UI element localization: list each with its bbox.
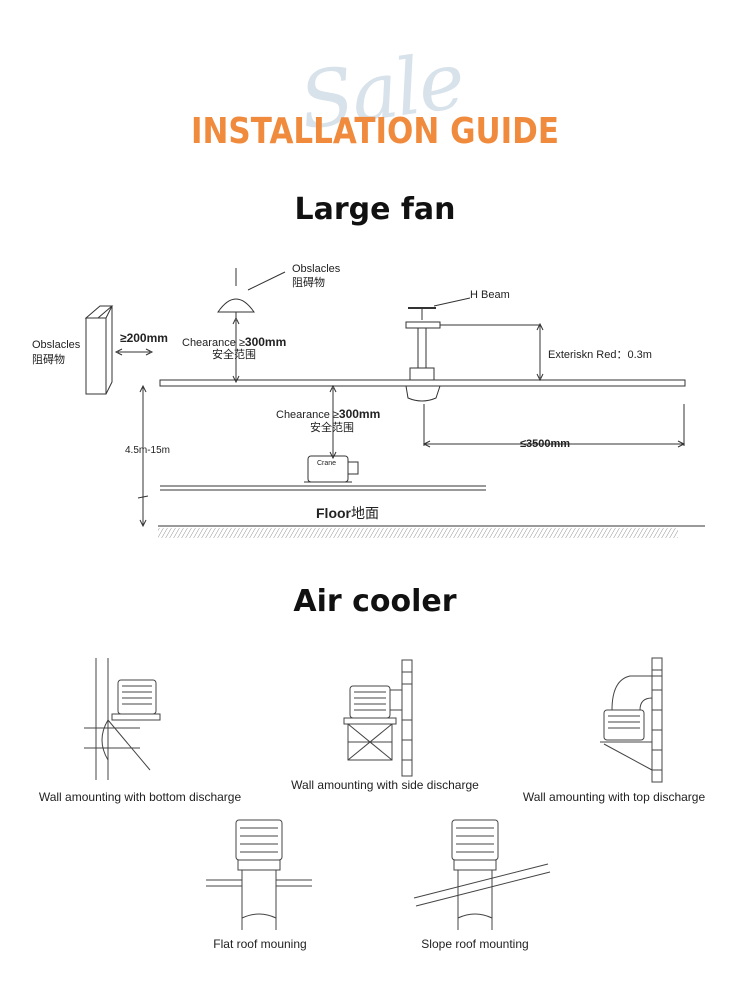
bottom-clearance-value: 300mm: [338, 407, 381, 421]
top-clearance-arrow: [232, 316, 240, 384]
bottom-clearance-prefix: Chearance ≥: [276, 409, 339, 421]
caption-top-discharge: Wall amounting with top discharge: [522, 790, 706, 804]
height-dimension: [137, 384, 149, 528]
large-fan-diagram: [84, 268, 705, 538]
bottom-clearance-cn: 安全范围: [310, 422, 354, 434]
h-beam-label: H Beam: [470, 289, 510, 301]
cooler-slope-roof: [413, 819, 551, 930]
cooler-bottom-discharge: [84, 658, 161, 780]
obstacle-left-label-en: Obslacles: [32, 339, 81, 351]
extension-rod-label: Exteriskn Red：0.3m: [548, 349, 652, 361]
wall-obstacle: [84, 305, 114, 395]
cooler-top-discharge: [600, 657, 663, 783]
height-range-label: 4.5m-15m: [125, 445, 171, 456]
caption-side-discharge: Wall amounting with side discharge: [291, 778, 479, 792]
top-clearance-prefix: Chearance ≥: [182, 337, 245, 349]
obstacle-top-label-en: Obslacles: [292, 263, 341, 275]
side-gap-label: ≥200mm: [120, 331, 168, 345]
top-clearance-value: 300mm: [244, 335, 287, 349]
floor-label-en: Floor: [316, 505, 351, 521]
floor-ground: [158, 525, 705, 538]
floor-label: Floor地面: [316, 504, 379, 522]
floor-machine: [160, 455, 486, 491]
obstacle-top-label-cn: 阻碍物: [292, 277, 325, 289]
floor-label-cn: 地面: [351, 505, 379, 521]
ceiling-lamp-obstacle: [217, 268, 286, 318]
large-fan-title: Large fan: [294, 192, 456, 227]
bottom-clearance-label: Chearance ≥300mm: [276, 407, 380, 422]
side-gap-arrow: [114, 348, 154, 356]
top-clearance-cn: 安全范围: [212, 349, 256, 361]
machine-brand-label: Crane: [317, 460, 337, 467]
bottom-clearance-arrow: [329, 384, 337, 460]
obstacle-left-label-cn: 阻碍物: [32, 354, 65, 366]
page-title: INSTALLATION GUIDE: [191, 111, 559, 152]
caption-flat-roof: Flat roof mouning: [213, 937, 307, 951]
cooler-flat-roof: [206, 819, 312, 930]
blade-radius-dimension: [422, 404, 686, 448]
blade-radius-label: ≤3500mm: [520, 438, 571, 450]
cooler-side-discharge: [343, 659, 413, 777]
extension-rod-dimension: [440, 322, 544, 382]
top-clearance-label: Chearance ≥300mm: [182, 335, 286, 350]
caption-slope-roof: Slope roof mounting: [421, 937, 529, 951]
fan-rod: [405, 327, 441, 402]
caption-bottom-discharge: Wall amounting with bottom discharge: [38, 790, 242, 804]
air-cooler-title: Air cooler: [293, 584, 457, 619]
